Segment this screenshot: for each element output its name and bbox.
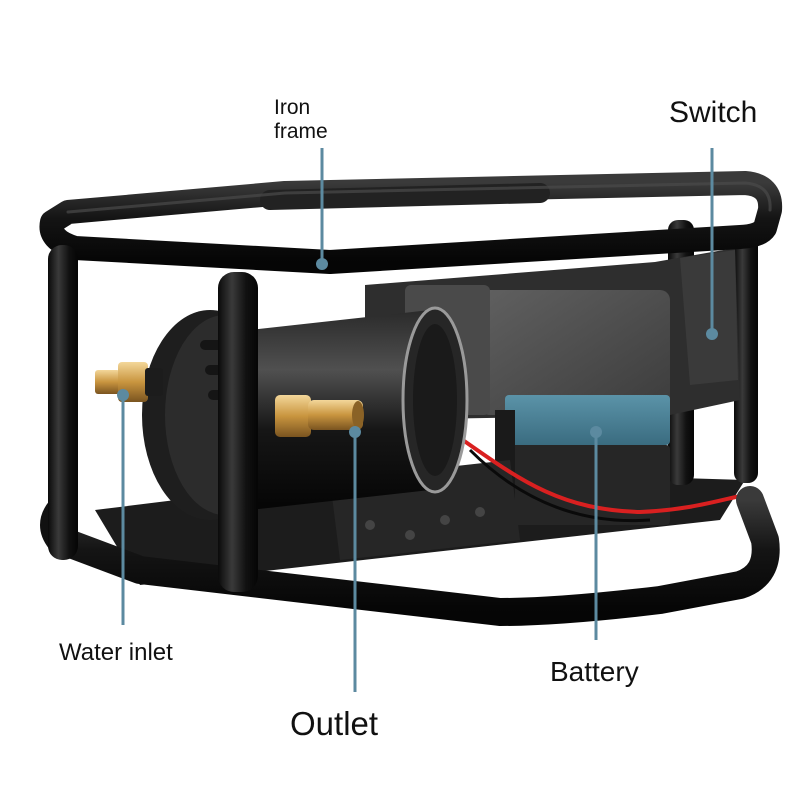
label-iron-frame: Iron frame	[274, 96, 328, 143]
black-wire	[468, 448, 651, 523]
battery-lower	[505, 445, 670, 525]
battery-body	[505, 395, 670, 445]
outlet-fitting	[275, 395, 364, 437]
bolt	[440, 515, 450, 525]
label-battery: Battery	[550, 656, 639, 687]
label-outlet: Outlet	[290, 705, 379, 742]
control-box	[480, 290, 670, 415]
switch-panel	[680, 250, 738, 385]
callout-lines	[121, 148, 714, 692]
frame-front-post	[48, 245, 78, 560]
label-water-inlet: Water inlet	[59, 639, 173, 666]
water-inlet-fitting	[95, 362, 163, 402]
label-switch: Switch	[669, 96, 758, 129]
motor-end-inner	[413, 324, 457, 476]
frame-front-post	[218, 272, 258, 592]
bolt	[365, 520, 375, 530]
callout-dots	[117, 258, 718, 438]
frame-back-post	[734, 225, 758, 483]
label-iron-frame-line1: Iron	[274, 96, 311, 119]
bolt	[475, 507, 485, 517]
red-wire	[458, 436, 746, 515]
bolt	[405, 530, 415, 540]
label-iron-frame-line2: frame	[274, 119, 328, 143]
